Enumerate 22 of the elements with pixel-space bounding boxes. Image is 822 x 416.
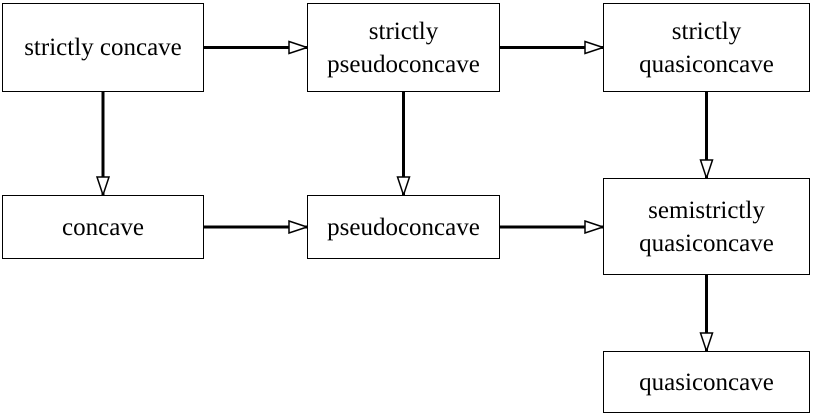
- arrow: [500, 220, 604, 234]
- box-label: quasiconcave: [639, 368, 774, 398]
- box-label: strictly pseudoconcave: [326, 16, 481, 80]
- arrow: [204, 40, 308, 54]
- process-box: [307, 195, 500, 259]
- process-box: [603, 3, 810, 92]
- box-label: semistrictly quasiconcave: [638, 196, 775, 258]
- arrow: [96, 92, 110, 196]
- arrow: [700, 92, 714, 179]
- arrow: [204, 220, 308, 234]
- arrow: [396, 92, 410, 196]
- process-box: [2, 195, 204, 259]
- process-box: [2, 3, 204, 92]
- box-label: concave: [62, 212, 144, 242]
- arrow: [500, 40, 604, 54]
- box-label: pseudoconcave: [327, 212, 480, 242]
- box-label: strictly concave: [24, 33, 182, 63]
- box-label: strictly quasiconcave: [638, 16, 775, 80]
- process-box: [307, 3, 500, 92]
- process-box: [603, 351, 810, 413]
- process-box: [603, 178, 810, 275]
- arrow: [700, 275, 714, 352]
